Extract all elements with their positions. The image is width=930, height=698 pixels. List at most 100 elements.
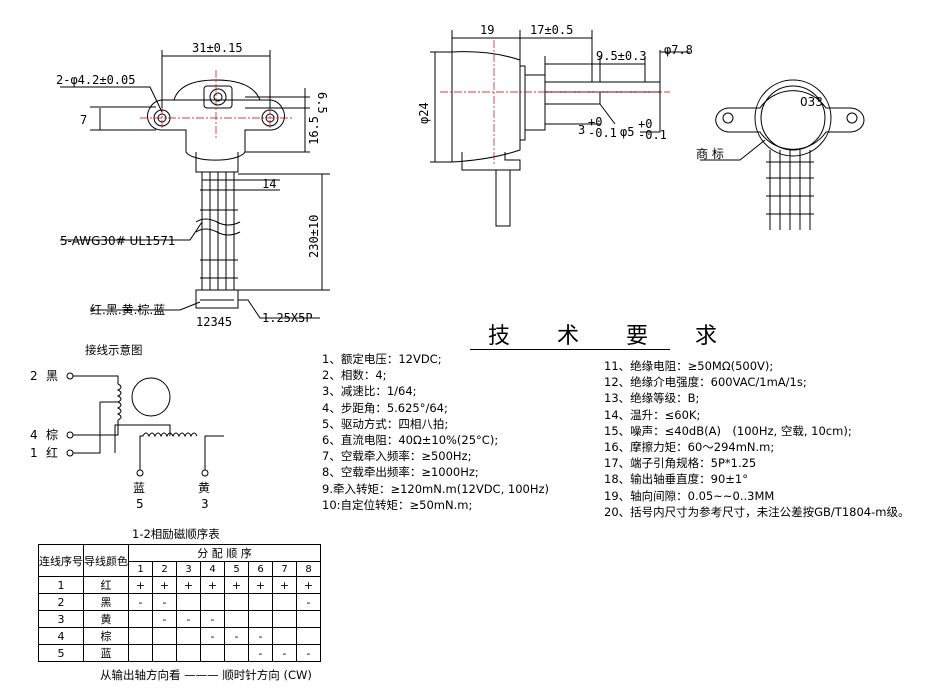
front-dimensions: [60, 50, 330, 319]
wiring-pin-4-color: 棕: [46, 427, 58, 442]
row-cell: [224, 593, 249, 611]
spec-item: 13、绝缘等级：B;: [604, 391, 700, 406]
row-cell: +: [248, 576, 273, 594]
row-cell: -: [128, 593, 153, 611]
step-header: 4: [200, 561, 225, 577]
step-header: 7: [272, 561, 297, 577]
col-dist-header: 分 配 顺 序: [128, 544, 321, 562]
rotation-direction-note: 从输出轴方向看 ——— 顺时针方向 (CW): [100, 668, 312, 682]
wiring-pin-2-num: 2: [30, 369, 38, 383]
side-view-outline: [451, 51, 661, 227]
row-cell: [248, 610, 273, 628]
row-cell: +: [296, 576, 321, 594]
wiring-schematic: [66, 372, 224, 477]
row-cell: [176, 644, 201, 662]
spec-item: 19、轴向间隙：0.05~~0..3MM: [604, 488, 775, 503]
wiring-pin-4-num: 4: [30, 428, 38, 442]
label-lead-type: 5-AWG30# UL1571: [60, 234, 176, 248]
dim-mount-width: 31±0.15: [192, 41, 243, 55]
wiring-pin-5-num: 5: [136, 497, 144, 511]
dim-shaft-tol-down: -0.1: [638, 128, 667, 142]
step-header: 5: [224, 561, 249, 577]
dim-flat-tol-up: +0: [588, 115, 602, 129]
row-cell: +: [200, 576, 225, 594]
step-header: 1: [128, 561, 153, 577]
row-cell: [296, 610, 321, 628]
dim-hole-offset: 7: [80, 113, 87, 127]
spec-list-left: 1、额定电压：12VDC; 2、相数：4; 3、减速比：1/64; 4、步距角：…: [322, 351, 549, 513]
wiring-pin-3-num: 3: [201, 497, 209, 511]
row-cell: +: [224, 576, 249, 594]
row-color: 蓝: [83, 644, 129, 662]
col-color-header: 导线颜色: [83, 544, 129, 577]
spec-item: 15、噪声：≤40dB(A) (100Hz, 空载, 10cm);: [604, 423, 852, 438]
dim-flat-thickness: 3: [578, 123, 585, 137]
spec-item: 4、步距角：5.625°/64;: [322, 400, 448, 415]
row-cell: [152, 644, 177, 662]
row-color: 红: [83, 576, 129, 594]
spec-list-right: 11、绝缘电阻：≥50MΩ(500V); 12、绝缘介电强度：600VAC/1m…: [604, 358, 909, 520]
spec-item: 17、端子引角规格：5P*1.25: [604, 456, 757, 471]
sequence-table: 连线序号 导线颜色 分 配 顺 序 1 2 3 4 5 6 7 8 1 红 + …: [38, 544, 321, 662]
row-seq: 2: [38, 593, 84, 611]
row-cell: [272, 610, 297, 628]
front-centerlines: [140, 70, 292, 140]
spec-item: 9.牵入转矩：≥120mN.m(12VDC, 100Hz): [322, 481, 550, 496]
dim-flat-tol-down: -0.1: [588, 126, 617, 140]
dim-shaft-collar: 17±0.5: [530, 23, 573, 37]
dim-mount-holes: 2-φ4.2±0.05: [56, 73, 135, 87]
step-header: 2: [152, 561, 177, 577]
side-dimensions: [430, 30, 690, 163]
row-cell: -: [152, 593, 177, 611]
spec-item: 10:自定位转矩：≥50mN.m;: [322, 497, 473, 512]
row-cell: [176, 593, 201, 611]
table-row: 3 黄 - - -: [38, 610, 321, 628]
spec-item: 5、驱动方式：四相八拍;: [322, 416, 449, 431]
row-cell: [224, 610, 249, 628]
dim-lead-length: 230±10: [307, 215, 321, 258]
row-cell: [224, 644, 249, 662]
row-cell: -: [200, 610, 225, 628]
row-cell: -: [248, 627, 273, 645]
row-cell: [176, 627, 201, 645]
row-color: 棕: [83, 627, 129, 645]
row-cell: [248, 593, 273, 611]
table-row: 2 黑 - - -: [38, 593, 321, 611]
row-cell: [200, 593, 225, 611]
row-cell: -: [224, 627, 249, 645]
row-cell: [272, 627, 297, 645]
row-cell: -: [200, 627, 225, 645]
row-cell: +: [128, 576, 153, 594]
row-seq: 4: [38, 627, 84, 645]
step-header: 6: [248, 561, 273, 577]
row-cell: [272, 593, 297, 611]
wiring-pin-3-color: 黄: [198, 481, 210, 495]
dim-body-dia: φ24: [417, 102, 431, 124]
row-cell: -: [296, 593, 321, 611]
spec-title: 技 术 要 求: [488, 324, 737, 349]
row-cell: -: [152, 610, 177, 628]
row-cell: -: [272, 644, 297, 662]
row-cell: -: [176, 610, 201, 628]
spec-item: 12、绝缘介电强度：600VAC/1mA/1s;: [604, 375, 807, 390]
spec-title-underline: [470, 349, 670, 350]
spec-item: 14、温升：≤60K;: [604, 407, 701, 422]
spec-item: 6、直流电阻：40Ω±10%(25°C);: [322, 432, 499, 447]
spec-item: 3、减速比：1/64;: [322, 384, 417, 399]
label-lead-colors: 红.黑.黄.棕.蓝: [90, 302, 165, 317]
row-cell: -: [248, 644, 273, 662]
wiring-pin-1-color: 红: [46, 445, 58, 460]
row-seq: 5: [38, 644, 84, 662]
label-nameplate-model: 033: [800, 95, 823, 109]
dim-body-depth: 19: [480, 23, 494, 37]
row-cell: -: [296, 644, 321, 662]
dim-shaft-tip-dia: φ7.8: [664, 43, 693, 57]
row-color: 黄: [83, 610, 129, 628]
step-header: 3: [176, 561, 201, 577]
wiring-pin-2-color: 黑: [46, 369, 58, 383]
spec-item: 8、空载牵出频率：≥1000Hz;: [322, 465, 479, 480]
table-row: 4 棕 - - -: [38, 627, 321, 645]
side-centerline: [440, 40, 670, 165]
row-cell: [128, 610, 153, 628]
row-seq: 3: [38, 610, 84, 628]
